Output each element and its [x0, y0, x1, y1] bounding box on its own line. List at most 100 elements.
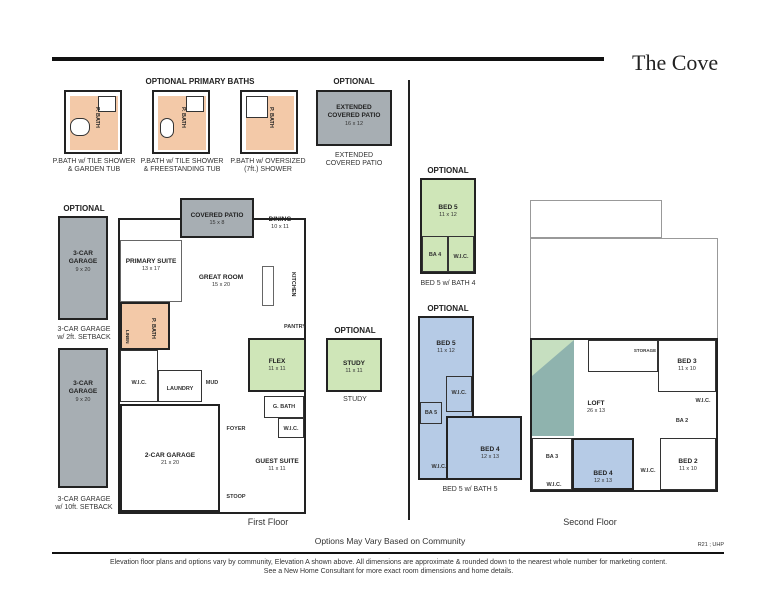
- header-rule: [52, 57, 604, 61]
- ba3-area: [532, 438, 572, 490]
- bed5-ba5-caption: BED 5 w/ BATH 5: [442, 486, 498, 493]
- kitchen-label: KITCHEN: [290, 272, 296, 297]
- covered-patio-dims: 15 x 8: [209, 220, 225, 226]
- flex-dims: 11 x 11: [268, 366, 286, 372]
- shower-icon: [186, 96, 204, 112]
- stair-storage: [588, 340, 658, 372]
- open-to-below-area: [532, 340, 574, 436]
- garage-dims: 21 x 20: [160, 460, 180, 466]
- laundry: [158, 370, 202, 402]
- optional-patio-header: OPTIONAL: [333, 77, 375, 86]
- primary-suite: [120, 240, 182, 302]
- guest-suite-name: GUEST SUITE: [255, 458, 299, 465]
- floor-divider: [408, 80, 410, 520]
- bath5: [420, 402, 442, 424]
- optional-bath-1-caption-1: P.BATH w/ TILE SHOWER: [52, 158, 136, 165]
- guest-bath-label: G. BATH: [272, 404, 296, 410]
- mud-label: MUD: [205, 380, 219, 386]
- bed2: [660, 438, 716, 490]
- bed5-ba5-dims: 11 x 12: [437, 348, 455, 354]
- garage-10ft-dims: 9 x 20: [75, 397, 91, 403]
- optional-primary-baths-header: OPTIONAL PRIMARY BATHS: [145, 77, 255, 86]
- stoop-label: STOOP: [226, 494, 246, 500]
- loft-dims: 26 x 13: [586, 408, 606, 414]
- optional-bath-1-label: P. BATH: [94, 107, 100, 128]
- primary-wic-label: W.I.C.: [131, 380, 147, 386]
- ba2-label: BA 2: [675, 418, 689, 424]
- bed3-wic-label: W.I.C.: [695, 398, 711, 404]
- loft-name: LOFT: [587, 400, 605, 407]
- garage-2ft-dims: 9 x 20: [75, 267, 91, 273]
- bed5-ba4-dims: 11 x 12: [439, 212, 457, 218]
- primary-suite-dims: 13 x 17: [141, 266, 161, 272]
- garage-2ft-caption-1: 3-CAR GARAGE: [57, 326, 111, 333]
- primary-suite-name: PRIMARY SUITE: [125, 258, 177, 265]
- roof-outline: [530, 238, 718, 340]
- bed2-dims: 11 x 10: [679, 466, 697, 472]
- storage-label: STORAGE: [633, 348, 657, 353]
- oversized-shower-icon: [246, 96, 268, 118]
- bed2-wic-label: W.I.C.: [640, 468, 656, 474]
- optional-patio-caption-2: COVERED PATIO: [325, 160, 383, 167]
- foyer-label: FOYER: [226, 426, 246, 432]
- bed4-opt-name: BED 4: [480, 446, 500, 453]
- plan-title: The Cove: [632, 50, 719, 75]
- bed3: [658, 340, 716, 392]
- optional-bath-2-caption-2: & FREESTANDING TUB: [143, 166, 221, 173]
- optional-garage-2ft: [58, 216, 108, 320]
- freestanding-tub-icon: [160, 118, 174, 138]
- linen-label: LINEN: [125, 330, 130, 344]
- bed2-name: BED 2: [678, 458, 698, 465]
- bed4-wic-label: W.I.C.: [546, 482, 562, 488]
- optional-study-header: OPTIONAL: [334, 326, 376, 335]
- garden-tub-icon: [70, 118, 90, 136]
- optional-patio-caption-1: EXTENDED: [334, 152, 374, 159]
- pantry-label: PANTRY: [284, 324, 306, 330]
- optional-bath-1-caption-2: & GARDEN TUB: [67, 166, 121, 173]
- optional-study: [326, 338, 382, 392]
- bed5-ba5-name: BED 5: [436, 340, 456, 347]
- study-name: STUDY: [342, 360, 366, 367]
- bed3-dims: 11 x 10: [678, 366, 696, 372]
- study-caption: STUDY: [343, 396, 367, 403]
- great-room-dims: 15 x 20: [211, 282, 231, 288]
- flex-name: FLEX: [268, 358, 286, 365]
- two-car-garage: [120, 404, 220, 512]
- garage-name: 2-CAR GARAGE: [144, 452, 196, 459]
- bath4-label: BA 4: [428, 252, 442, 258]
- disclaimer-line-1: Elevation floor plans and options vary b…: [109, 559, 668, 566]
- guest-wic-label: W.I.C.: [283, 426, 299, 432]
- optional-bath-2-label: P. BATH: [180, 107, 186, 128]
- bed5-ba4-name: BED 5: [438, 204, 458, 211]
- garage-10ft-name-2: GARAGE: [68, 388, 98, 395]
- garage-10ft-caption-2: w/ 10ft. SETBACK: [55, 504, 113, 511]
- shower-icon: [98, 96, 116, 112]
- optional-bath-3-caption-2: (7ft.) SHOWER: [244, 166, 292, 173]
- garage-10ft-caption-1: 3-CAR GARAGE: [57, 496, 111, 503]
- bed5-ba5-wic-label: W.I.C.: [451, 390, 467, 396]
- plan-code: R21 ; UHP: [697, 542, 724, 548]
- bed5-ba5-wic: [446, 376, 472, 412]
- optional-bath-2-caption-1: P.BATH w/ TILE SHOWER: [140, 158, 224, 165]
- primary-wic: [120, 350, 158, 402]
- covered-patio-name: COVERED PATIO: [190, 212, 244, 219]
- laundry-label: LAUNDRY: [166, 386, 194, 392]
- optional-bed5-ba5-header: OPTIONAL: [427, 304, 469, 313]
- garage-2ft-caption-2: w/ 2ft. SETBACK: [57, 334, 111, 341]
- guest-bath: [264, 396, 304, 418]
- garage-10ft-name-1: 3-CAR: [73, 380, 93, 387]
- second-floor-label: Second Floor: [563, 517, 617, 527]
- bed3-name: BED 3: [677, 358, 697, 365]
- dining-dims: 10 x 11: [271, 224, 289, 230]
- optional-bath-3: [240, 90, 298, 154]
- kitchen-island: [262, 266, 274, 306]
- optional-bath-3-caption-1: P.BATH w/ OVERSIZED: [230, 158, 306, 165]
- study-dims: 11 x 11: [345, 368, 363, 374]
- bed4-opt-wic-label: W.I.C.: [431, 464, 447, 470]
- bed4: [572, 438, 634, 490]
- bed4-name: BED 4: [593, 470, 613, 477]
- bath5-label: BA 5: [424, 410, 438, 416]
- covered-patio: [180, 198, 254, 238]
- ba3-label: BA 3: [545, 454, 559, 460]
- open-to-below-roof: [530, 200, 662, 238]
